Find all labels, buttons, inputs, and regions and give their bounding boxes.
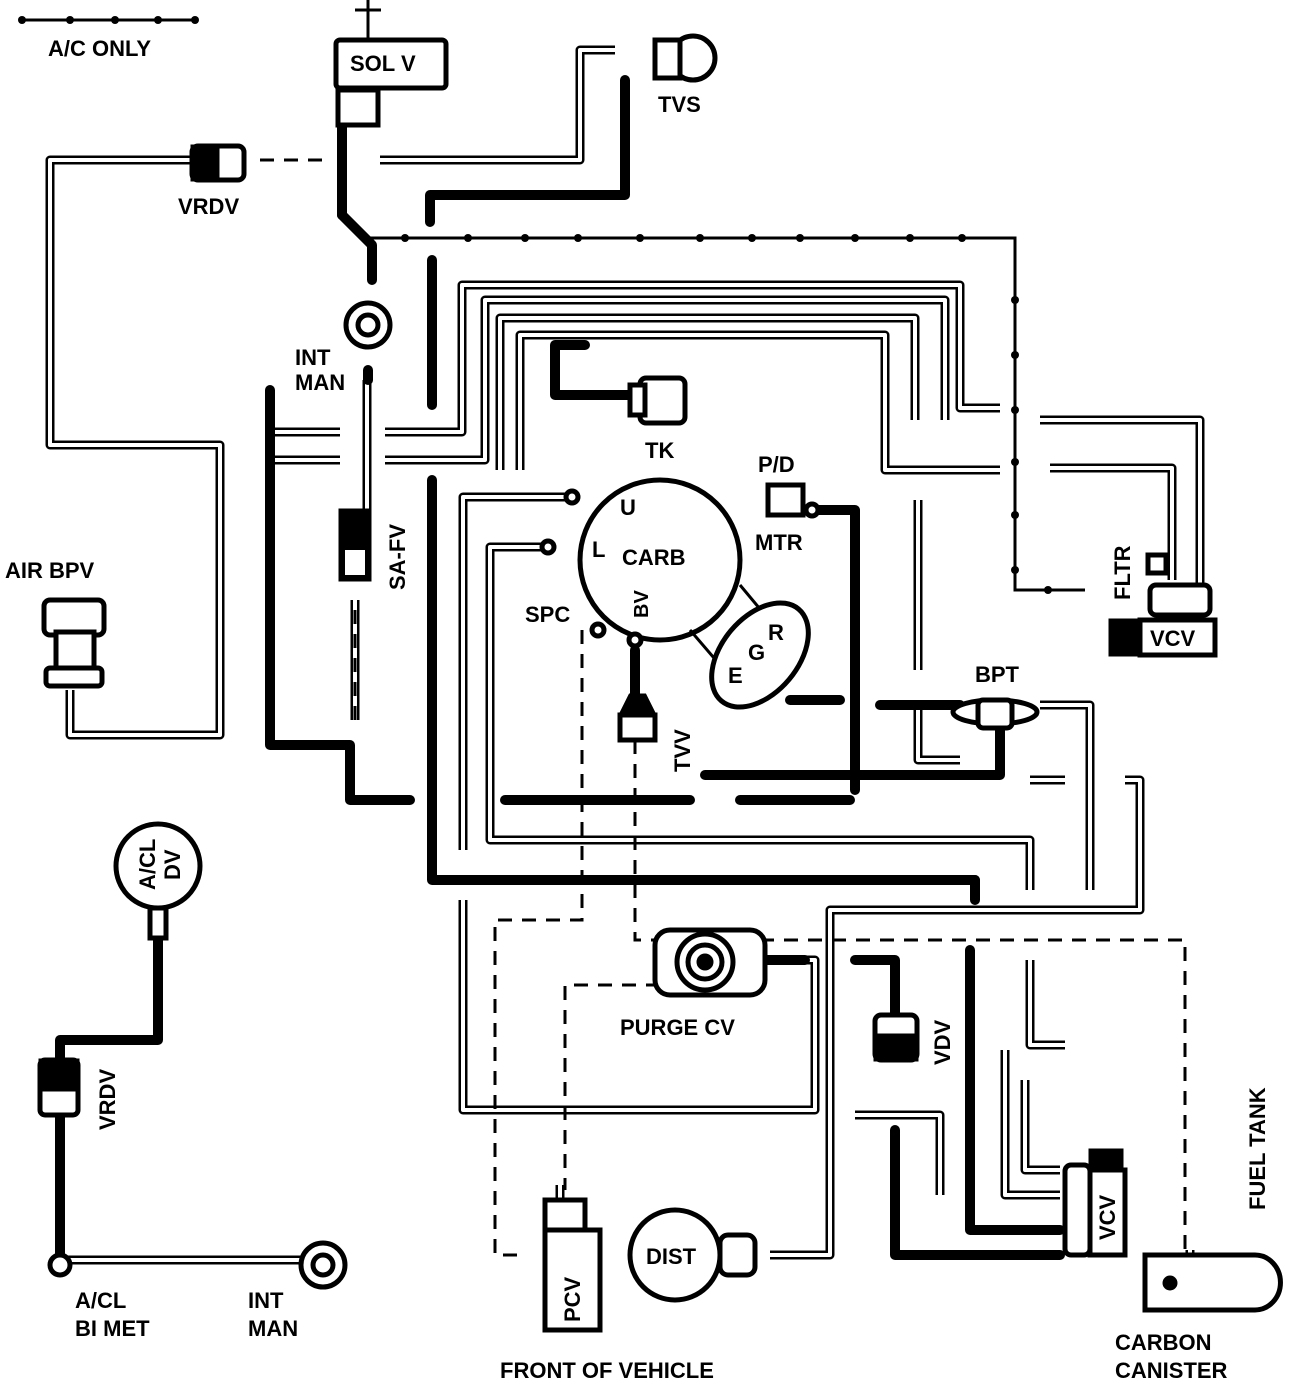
pcv-label: PCV — [560, 1276, 585, 1322]
purge-cv-valve: PURGE CV — [620, 927, 768, 1040]
sa-fv-label: SA-FV — [385, 524, 410, 590]
carbon-canister: CARBON CANISTER — [1115, 1252, 1283, 1383]
vcv-right-label: VCV — [1150, 626, 1196, 651]
thick-hoses — [55, 65, 1108, 1260]
a-cl-bi-met-label-2: BI MET — [75, 1316, 150, 1341]
distributor: DIST — [627, 1207, 758, 1303]
spc-label: SPC — [525, 602, 570, 627]
dist-label: DIST — [646, 1244, 697, 1269]
air-bpv-label: AIR BPV — [5, 558, 95, 583]
vcv-bottom-label: VCV — [1095, 1194, 1120, 1240]
tk-label: TK — [645, 438, 674, 463]
p-d-motor: P/D MTR — [755, 452, 821, 555]
a-cl-bi-met-sensor: A/CL BI MET — [47, 1252, 150, 1341]
tk-thermactor: TK — [627, 375, 688, 463]
egr-g-label: G — [748, 640, 765, 665]
fltr-label: FLTR — [1110, 545, 1135, 600]
vdv-valve: VDV — [872, 1012, 955, 1065]
air-bpv-valve: AIR BPV — [5, 558, 107, 689]
pcv-valve: PCV — [542, 1197, 603, 1333]
hollow-hoses — [45, 45, 1240, 1280]
legend-label: A/C ONLY — [48, 36, 151, 61]
front-of-vehicle-label: FRONT OF VEHICLE — [500, 1358, 714, 1383]
int-man-bottom-fitting: INT MAN — [248, 1240, 348, 1341]
a-cl-bi-met-label-1: A/CL — [75, 1288, 126, 1313]
int-man-bottom-label-2: MAN — [248, 1316, 298, 1341]
p-d-label: P/D — [758, 452, 795, 477]
vcv-bottom-valve: VCV — [1062, 1148, 1128, 1258]
dashed-hoses — [260, 158, 1187, 1257]
carb-bv-label: BV — [631, 590, 653, 618]
vrdv-top-valve: VRDV — [178, 143, 247, 219]
carbon-canister-label-2: CANISTER — [1115, 1358, 1228, 1383]
vrdv-bottom-label: VRDV — [95, 1069, 120, 1130]
purge-cv-label: PURGE CV — [620, 1015, 735, 1040]
egr-valve: E G R — [688, 584, 811, 710]
a-cl-dv-label-1: A/CL — [135, 839, 160, 890]
carbon-canister-label-1: CARBON — [1115, 1330, 1212, 1355]
a-cl-dv-valve: A/CL DV — [113, 821, 203, 941]
int-man-top-label-2: MAN — [295, 370, 345, 395]
tvs-label: TVS — [658, 92, 701, 117]
int-man-top-fitting: INT MAN — [295, 300, 393, 395]
vrdv-top-label: VRDV — [178, 194, 239, 219]
int-man-bottom-label-1: INT — [248, 1288, 284, 1313]
sa-fv-valve: SA-FV — [338, 508, 410, 590]
sol-v-label: SOL V — [350, 51, 416, 76]
vcv-right-valve: FLTR VCV — [1108, 545, 1218, 658]
legend-ac-only: A/C ONLY — [18, 16, 199, 61]
carb-label: CARB — [622, 545, 686, 570]
vrdv-bottom-valve: VRDV — [37, 1057, 120, 1130]
sol-v-valve: SOL V — [333, 37, 449, 128]
egr-r-label: R — [768, 620, 784, 645]
egr-e-label: E — [728, 663, 743, 688]
int-man-top-label-1: INT — [295, 345, 331, 370]
tvs-switch: TVS — [652, 33, 718, 117]
vdv-label: VDV — [930, 1019, 955, 1065]
tvv-label: TVV — [670, 729, 695, 772]
bpt-transducer: BPT — [950, 662, 1040, 731]
carb-u-port-label: U — [620, 495, 636, 520]
tvv-valve: TVV — [617, 693, 695, 772]
mtr-label: MTR — [755, 530, 803, 555]
carb-l-port-label: L — [592, 537, 605, 562]
a-cl-dv-label-2: DV — [160, 849, 185, 880]
carburetor: U L CARB BV — [539, 477, 743, 649]
fuel-tank-label: FUEL TANK — [1245, 1087, 1270, 1210]
bpt-label: BPT — [975, 662, 1020, 687]
